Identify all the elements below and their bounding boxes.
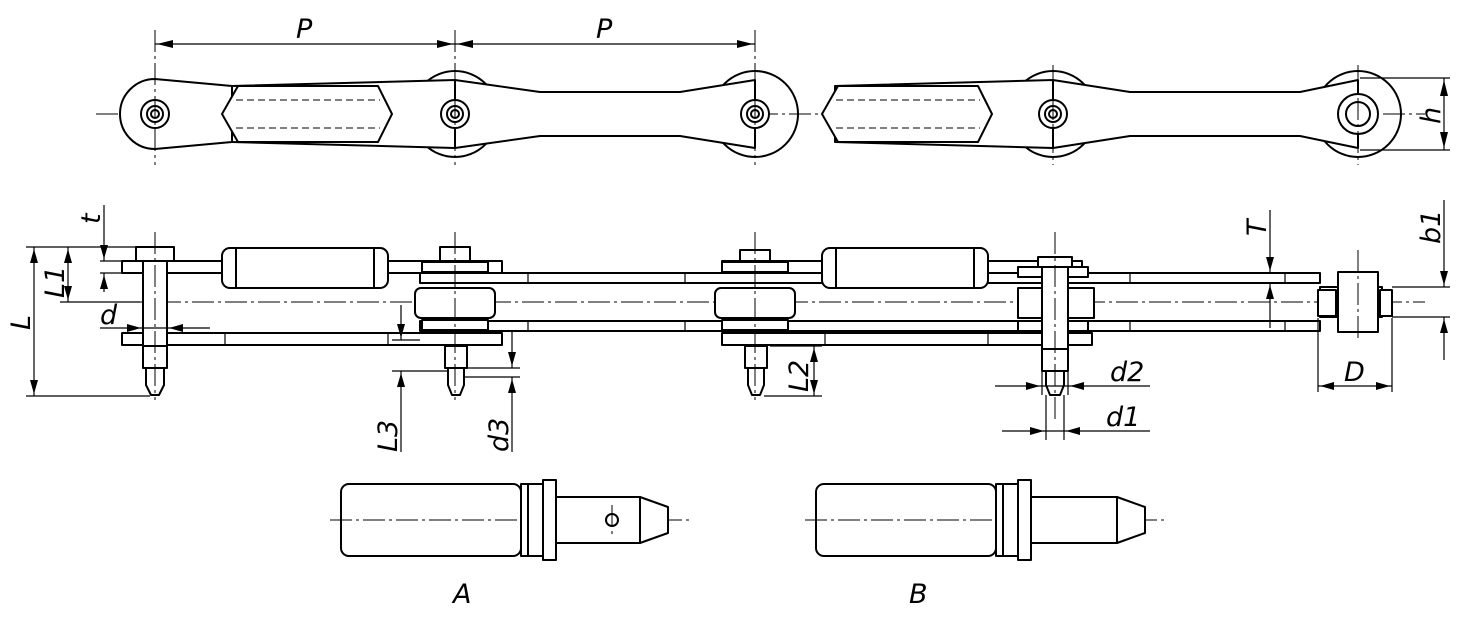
b1-label: b1 bbox=[1416, 210, 1447, 244]
d-label: d bbox=[100, 300, 118, 331]
height-label: h bbox=[1416, 107, 1447, 124]
inner-link-1 bbox=[454, 79, 756, 149]
T-label: T bbox=[1242, 217, 1273, 236]
L1-dimension: L1 bbox=[26, 246, 140, 303]
t-label: t bbox=[76, 212, 107, 224]
chain-top-view: P P h bbox=[96, 14, 1450, 165]
T-dimension: T bbox=[1242, 210, 1274, 328]
d-dimension: d bbox=[100, 300, 210, 332]
d3-dimension: d3 bbox=[464, 330, 520, 452]
pin-heads bbox=[140, 93, 1379, 135]
flight-cylinders bbox=[221, 247, 989, 289]
end-link bbox=[119, 78, 233, 150]
pin-a-label: A bbox=[451, 579, 471, 610]
pin-type-b: B bbox=[805, 479, 1165, 610]
b1-dimension: b1 bbox=[1392, 200, 1450, 360]
flight-block-2 bbox=[821, 85, 993, 143]
d2-dimension: d2 bbox=[995, 357, 1150, 395]
L-label: L bbox=[6, 315, 37, 330]
d2-label: d2 bbox=[1110, 357, 1144, 388]
d1-label: d1 bbox=[1106, 402, 1140, 433]
pitch-label-1: P bbox=[296, 14, 313, 45]
L-dimension: L bbox=[6, 247, 150, 397]
D-label: D bbox=[1344, 357, 1365, 388]
chain-side-view: t L1 L d bbox=[6, 200, 1450, 452]
pin-b-label: B bbox=[909, 579, 928, 610]
inner-link-2 bbox=[1052, 79, 1359, 149]
D-dimension: D bbox=[1317, 318, 1393, 392]
d1-dimension: d1 bbox=[1002, 395, 1150, 440]
L3-dimension: L3 bbox=[373, 305, 448, 452]
d3-label: d3 bbox=[484, 418, 515, 452]
L2-label: L2 bbox=[784, 360, 815, 392]
flight-block-1 bbox=[221, 85, 393, 143]
height-dimension: h bbox=[1360, 77, 1450, 151]
L1-label: L1 bbox=[40, 266, 71, 298]
pin-type-a: A bbox=[330, 479, 690, 610]
L3-label: L3 bbox=[373, 420, 404, 452]
L2-dimension: L2 bbox=[764, 345, 822, 397]
pitch-dimension: P P bbox=[155, 14, 755, 48]
t-dimension: t bbox=[76, 205, 140, 292]
pitch-label-2: P bbox=[596, 14, 613, 45]
